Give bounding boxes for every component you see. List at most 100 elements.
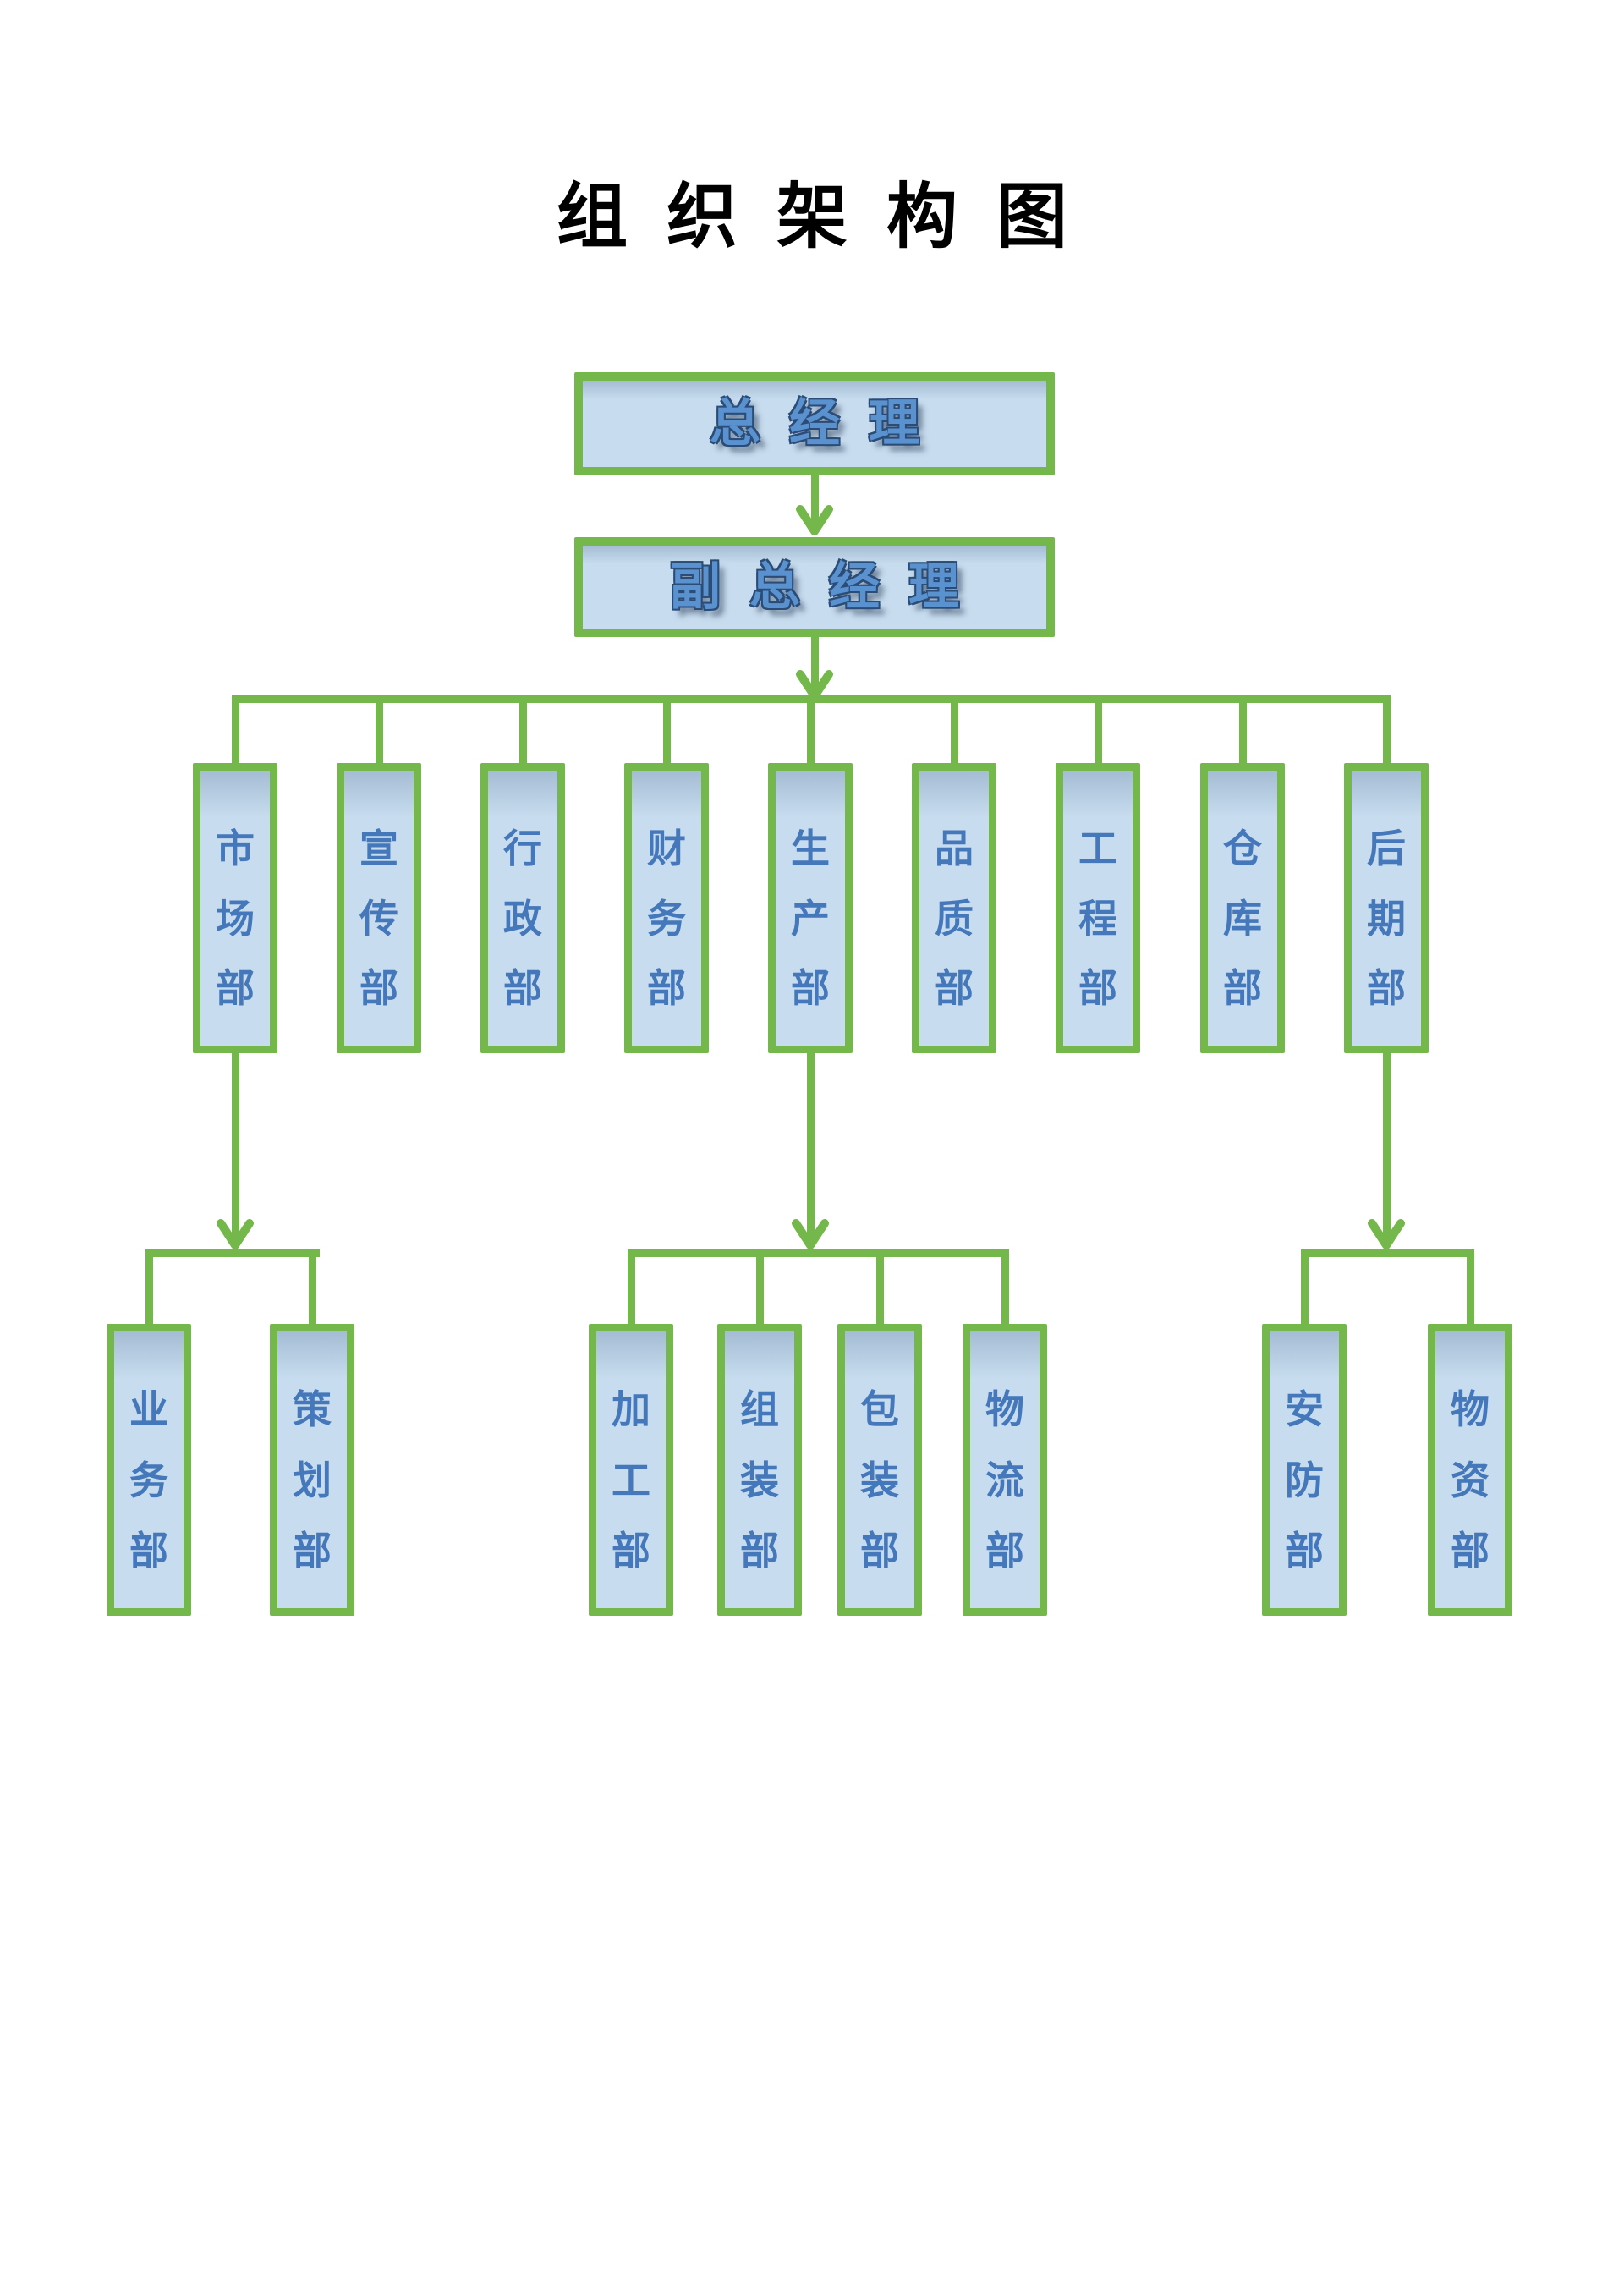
dept-box-quality: 品 质 部 <box>912 763 996 1053</box>
label-char: 品 <box>935 826 974 870</box>
label-char: 部 <box>935 966 974 1011</box>
dept-box-administration: 行 政 部 <box>480 763 565 1053</box>
dept-box-production: 生 产 部 <box>768 763 853 1053</box>
dept-box-engineering: 工 程 部 <box>1056 763 1140 1053</box>
label-char: 产 <box>791 896 830 941</box>
label-char: 部 <box>1367 966 1406 1011</box>
arrowhead-marketing <box>217 1219 254 1249</box>
label-char: 务 <box>647 896 686 941</box>
label-char: 质 <box>935 896 974 941</box>
label-char: 资 <box>1451 1458 1490 1502</box>
stub-business <box>145 1253 153 1324</box>
label-char: 业 <box>129 1387 168 1432</box>
sub-box-processing: 加 工 部 <box>589 1324 673 1616</box>
arrowhead-gm-dgm <box>796 505 833 535</box>
stub-packaging <box>876 1253 884 1324</box>
label-char: 策 <box>293 1387 332 1432</box>
label-char: 部 <box>216 966 255 1011</box>
sub-box-business: 业 务 部 <box>107 1324 191 1616</box>
label-char: 工 <box>1078 826 1117 870</box>
label-char: 部 <box>985 1528 1024 1573</box>
label-char: 工 <box>612 1458 650 1502</box>
stub-quality <box>951 699 958 763</box>
connector-production-drop <box>807 1053 815 1241</box>
label-char: 部 <box>647 966 686 1011</box>
label-char: 组 <box>740 1387 779 1432</box>
label-char: 部 <box>740 1528 779 1573</box>
connector-gm-dgm-shaft <box>811 472 819 531</box>
label-char: 装 <box>740 1458 779 1502</box>
stub-warehouse <box>1239 699 1247 763</box>
stub-engineering <box>1095 699 1102 763</box>
stub-post <box>1383 699 1391 763</box>
label-char: 部 <box>359 966 398 1011</box>
deputy-general-manager-label: 副总经理 <box>670 559 988 615</box>
arrowhead-production <box>792 1219 829 1249</box>
label-char: 物 <box>985 1387 1024 1432</box>
stub-planning <box>309 1253 316 1324</box>
page-title: 组织架构图 <box>556 178 1106 257</box>
label-char: 期 <box>1367 896 1406 941</box>
arrowhead-post <box>1368 1219 1405 1249</box>
label-char: 部 <box>503 966 542 1011</box>
stub-security <box>1301 1253 1309 1324</box>
label-char: 传 <box>359 896 398 941</box>
label-char: 划 <box>293 1458 332 1502</box>
dept-box-warehouse: 仓 库 部 <box>1200 763 1285 1053</box>
label-char: 加 <box>612 1387 650 1432</box>
label-char: 部 <box>1285 1528 1324 1573</box>
label-char: 物 <box>1451 1387 1490 1432</box>
label-char: 部 <box>293 1528 332 1573</box>
connector-post-drop <box>1383 1053 1391 1241</box>
label-char: 部 <box>612 1528 650 1573</box>
stub-processing <box>628 1253 635 1324</box>
sub-box-logistics: 物 流 部 <box>963 1324 1047 1616</box>
stub-assembly <box>756 1253 764 1324</box>
label-char: 宣 <box>359 826 398 870</box>
rail-marketing-children <box>145 1249 320 1257</box>
label-char: 后 <box>1367 826 1406 870</box>
label-char: 部 <box>1451 1528 1490 1573</box>
label-char: 程 <box>1078 896 1117 941</box>
dept-box-marketing: 市 场 部 <box>193 763 277 1053</box>
dept-box-publicity: 宣 传 部 <box>337 763 421 1053</box>
label-char: 部 <box>791 966 830 1011</box>
stub-publicity <box>376 699 383 763</box>
rail-production-children <box>628 1249 1009 1257</box>
label-char: 务 <box>129 1458 168 1502</box>
label-char: 包 <box>860 1387 899 1432</box>
label-char: 生 <box>791 826 830 870</box>
label-char: 政 <box>503 896 542 941</box>
general-manager-label: 总经理 <box>710 396 948 452</box>
label-char: 财 <box>647 826 686 870</box>
sub-box-packaging: 包 装 部 <box>837 1324 922 1616</box>
connector-dgm-rail-shaft <box>811 637 819 696</box>
label-char: 部 <box>860 1528 899 1573</box>
connector-marketing-drop <box>232 1053 239 1241</box>
sub-box-materials: 物 资 部 <box>1428 1324 1512 1616</box>
label-char: 装 <box>860 1458 899 1502</box>
label-char: 部 <box>1223 966 1262 1011</box>
label-char: 库 <box>1223 896 1262 941</box>
dept-box-post: 后 期 部 <box>1344 763 1429 1053</box>
stub-production <box>807 699 815 763</box>
stub-finance <box>663 699 671 763</box>
sub-box-planning: 策 划 部 <box>270 1324 354 1616</box>
label-char: 流 <box>985 1458 1024 1502</box>
stub-marketing <box>232 699 239 763</box>
label-char: 安 <box>1285 1387 1324 1432</box>
dept-box-finance: 财 务 部 <box>624 763 709 1053</box>
stub-administration <box>519 699 527 763</box>
label-char: 部 <box>129 1528 168 1573</box>
label-char: 防 <box>1285 1458 1324 1502</box>
label-char: 行 <box>503 826 542 870</box>
rail-post-children <box>1301 1249 1474 1257</box>
label-char: 部 <box>1078 966 1117 1011</box>
sub-box-security: 安 防 部 <box>1262 1324 1347 1616</box>
deputy-general-manager-box: 副总经理 <box>574 537 1055 637</box>
label-char: 场 <box>216 896 255 941</box>
general-manager-box: 总经理 <box>574 372 1055 475</box>
stub-logistics <box>1001 1253 1009 1324</box>
sub-box-assembly: 组 装 部 <box>717 1324 802 1616</box>
